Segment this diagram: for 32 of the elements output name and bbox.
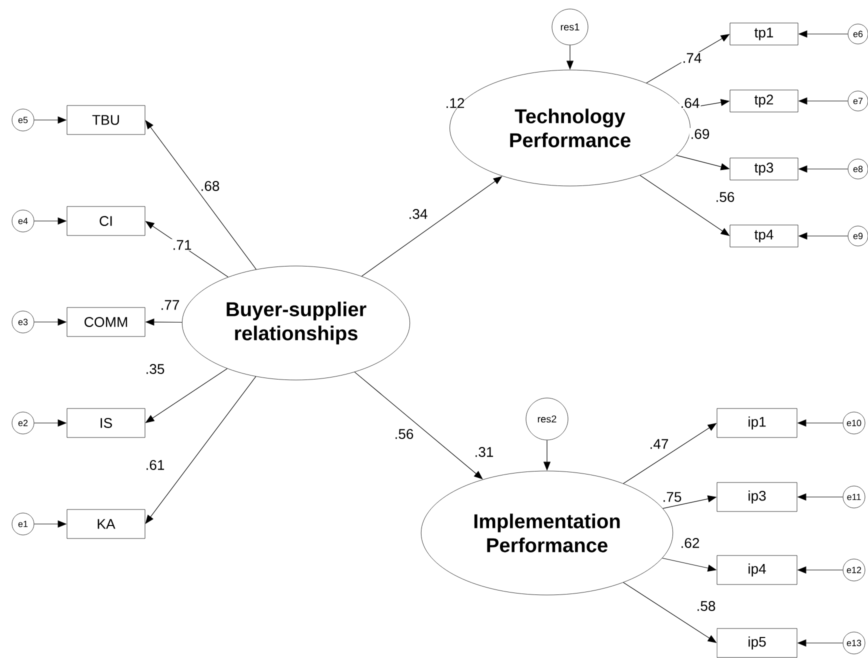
- edge-label: .69: [689, 128, 711, 140]
- r-squared-label: .12: [446, 98, 464, 108]
- arrow: [145, 376, 256, 524]
- arrow: [145, 120, 256, 270]
- indicator-box: KA: [66, 509, 146, 539]
- edge-label: .71: [171, 239, 193, 251]
- indicator-box: ip5: [716, 628, 798, 658]
- edge-label: .35: [144, 363, 166, 375]
- r-squared-label: .31: [476, 447, 494, 457]
- indicator-box: tp1: [730, 22, 798, 46]
- edge-label: .56: [714, 191, 736, 203]
- indicator-box: tp3: [730, 158, 798, 180]
- indicator-box: tp4: [730, 224, 798, 248]
- indicator-box: ip4: [716, 555, 798, 585]
- edge-label: .77: [159, 299, 181, 311]
- edge-label: .58: [695, 600, 717, 612]
- edge-label: .56: [393, 428, 415, 440]
- indicator-box: IS: [66, 408, 146, 438]
- indicator-box: TBU: [66, 105, 146, 135]
- indicator-box: ip3: [716, 482, 798, 512]
- edge-label: .61: [144, 459, 166, 471]
- edge-label: .74: [681, 52, 703, 64]
- arrow: [354, 372, 483, 480]
- indicator-box: ip1: [716, 408, 798, 438]
- edge-label: .64: [679, 97, 701, 109]
- indicator-box: COMM: [66, 307, 146, 337]
- edge-label: .68: [199, 180, 221, 192]
- indicator-box: tp2: [730, 90, 798, 112]
- edge-label: .34: [407, 208, 429, 220]
- indicator-box: CI: [66, 206, 146, 236]
- edge-label: .62: [679, 537, 701, 549]
- edge-label: .47: [648, 438, 670, 450]
